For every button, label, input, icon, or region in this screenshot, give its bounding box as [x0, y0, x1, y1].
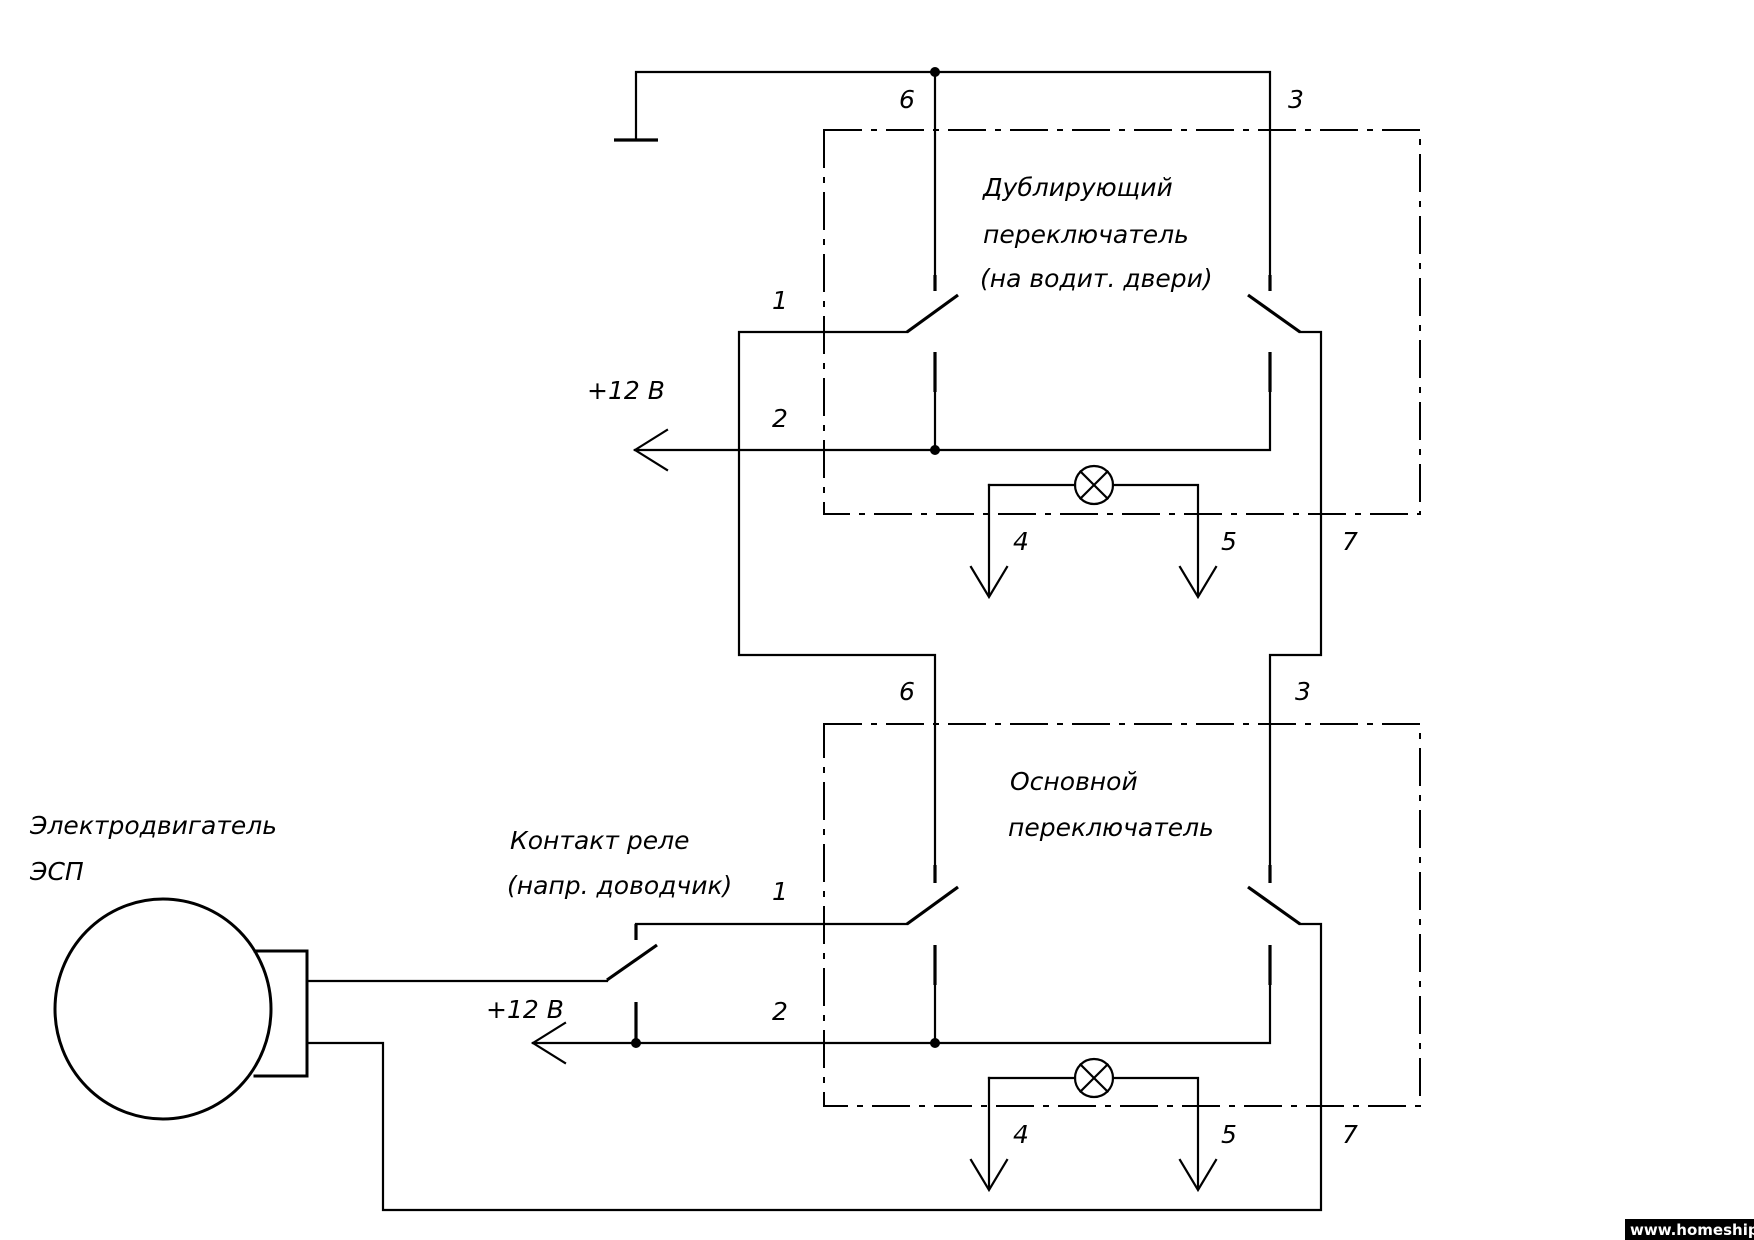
motor: [53, 897, 309, 1121]
relay-contact: [606, 924, 658, 1040]
watermark-text: www.homeship.ru: [1630, 1221, 1754, 1239]
main-switch-title-1: Основной: [1010, 767, 1138, 796]
pin-label: 5: [1221, 1120, 1237, 1149]
pin-label: 4: [1013, 1120, 1029, 1149]
relay-blade: [606, 943, 658, 982]
supply-arrow-bottom: [530, 1021, 567, 1065]
pin-label: 3: [1288, 85, 1304, 114]
pin-label: 7: [1342, 527, 1358, 556]
main-switch-housing: [823, 723, 1421, 1107]
supply-arrow-top: [632, 428, 669, 472]
watermark: www.homeship.ru: [1625, 1219, 1754, 1240]
motor-label-1: Электродвигатель: [29, 811, 277, 840]
dup-lamp: [1073, 464, 1115, 506]
main-lamp: [1073, 1057, 1115, 1099]
wire-pin1: [737, 330, 937, 867]
main-left-blade: [906, 885, 959, 926]
dup-left-blade: [906, 293, 959, 334]
relay-label-2: (напр. доводчик): [507, 871, 732, 900]
motor-label-2: ЭСП: [29, 857, 84, 886]
pin-label: 2: [772, 997, 788, 1026]
dup-switch-title-1: Дублирующий: [982, 173, 1173, 202]
pin-label: 2: [772, 404, 788, 433]
supply-label-bottom: +12 В: [486, 995, 564, 1024]
pin-label: 4: [1013, 527, 1029, 556]
pin-label: 3: [1295, 677, 1311, 706]
dup-switch: [823, 70, 1421, 600]
pin-label: 6: [899, 85, 915, 114]
ground-symbol: [614, 70, 937, 142]
supply-label-top: +12 В: [587, 376, 665, 405]
relay-label-1: Контакт реле: [510, 826, 690, 855]
pin-label: 6: [899, 677, 915, 706]
dup-switch-title-2: переключатель: [983, 220, 1189, 249]
dup-arrow-4: [969, 565, 1009, 600]
pin-label: 5: [1221, 527, 1237, 556]
main-switch: [823, 723, 1421, 1193]
pin-label: 7: [1342, 1120, 1358, 1149]
pin-label: 1: [772, 877, 788, 906]
main-arrow-4: [969, 1158, 1009, 1193]
dup-arrow-5: [1178, 565, 1218, 600]
wire-pin7: [1268, 330, 1323, 867]
dup-switch-housing: [823, 129, 1421, 515]
dup-right-blade: [1247, 293, 1301, 334]
motor-body: [53, 897, 273, 1121]
wire-motor-pin7: [305, 922, 1323, 1212]
pin-label: 1: [772, 286, 788, 315]
motor-terminal-box: [253, 949, 309, 1078]
main-right-blade: [1247, 885, 1301, 926]
main-arrow-5: [1178, 1158, 1218, 1193]
main-switch-title-2: переключатель: [1008, 813, 1214, 842]
dup-switch-title-3: (на водит. двери): [980, 264, 1213, 293]
